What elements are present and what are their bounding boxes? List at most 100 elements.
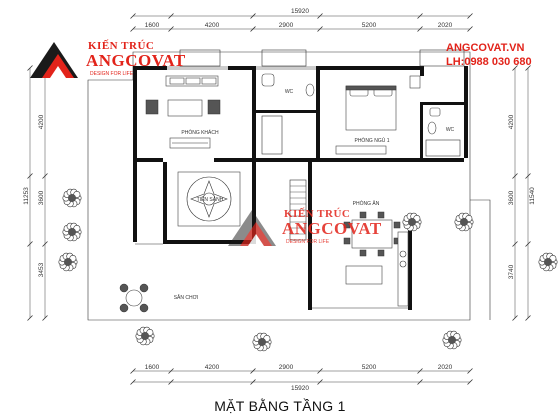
foyer-medallion <box>177 171 241 227</box>
living-room-furniture <box>145 75 221 149</box>
left-segment-dimension: 4200 <box>38 114 45 129</box>
watermark-logo: KIẾN TRÚC ANGCOVAT DESIGN FOR LIFE <box>226 208 381 248</box>
right-total-dimension: 11540 <box>529 187 536 205</box>
dimension-tick <box>168 13 174 19</box>
tree-icon <box>402 212 422 232</box>
top-dimension-chain: 15920 1600 4200 2900 5200 2020 <box>130 8 473 32</box>
dimension-tick <box>467 26 473 32</box>
kitchen-island <box>345 265 383 285</box>
sofa-icon <box>165 75 219 87</box>
dimension-tick <box>168 368 174 374</box>
windows <box>135 66 408 309</box>
dimension-tick <box>130 379 136 385</box>
dimension-tick <box>525 315 531 321</box>
dimension-tick <box>417 26 423 32</box>
logo-top-text: KIẾN TRÚC <box>88 40 155 52</box>
company-logo: KIẾN TRÚC ANGCOVAT DESIGN FOR LIFE <box>28 40 185 80</box>
bottom-segment-dimension: 5200 <box>362 364 377 371</box>
top-segment-dimension: 1600 <box>145 22 160 29</box>
wc-right-fixtures <box>425 107 461 157</box>
room-label-yard: SÂN CHƠI <box>174 294 199 301</box>
contact-phone: LH:0988 030 680 <box>446 56 532 68</box>
exterior-walls <box>133 66 468 310</box>
room-label-bedroom: PHÒNG NGỦ 1 <box>354 137 389 144</box>
right-segment-dimension: 4200 <box>508 114 515 129</box>
dimension-tick <box>42 315 48 321</box>
bottom-segment-dimension: 2020 <box>438 364 453 371</box>
bedroom-nightstand <box>409 75 421 89</box>
plan-title: MẶT BẰNG TẦNG 1 <box>214 398 346 414</box>
top-segment-dimension: 2900 <box>279 22 294 29</box>
stair-icon <box>289 179 307 241</box>
dimension-tick <box>250 26 256 32</box>
dimension-tick <box>27 173 33 179</box>
tree-icon <box>442 330 462 350</box>
dimension-tick <box>512 315 518 321</box>
dimension-tick <box>512 241 518 247</box>
bottom-segment-dimension: 2900 <box>279 364 294 371</box>
top-total-dimension: 15920 <box>291 8 309 15</box>
tree-icon <box>538 252 558 272</box>
watermark-tagline-text: DESIGN FOR LIFE <box>286 239 330 245</box>
bedroom-cabinet <box>335 145 387 155</box>
tree-icon <box>58 252 78 272</box>
dimension-tick <box>317 26 323 32</box>
outdoor-table-icon <box>119 283 149 313</box>
dimension-tick <box>168 379 174 385</box>
dimension-tick <box>467 13 473 19</box>
dimension-tick <box>168 26 174 32</box>
dimension-tick <box>525 173 531 179</box>
left-segment-dimension: 3453 <box>38 262 45 277</box>
right-dimension-chain: 4200 3600 3740 11540 <box>508 65 536 321</box>
dimension-tick <box>317 13 323 19</box>
kitchen-counter <box>397 231 409 307</box>
tree-icon <box>252 332 272 352</box>
room-label-dining: PHÒNG ĂN <box>353 200 380 207</box>
dimension-tick <box>317 379 323 385</box>
room-label-wc-right: WC <box>446 127 455 133</box>
dimension-tick <box>27 241 33 247</box>
dimension-tick <box>130 26 136 32</box>
dimension-tick <box>417 379 423 385</box>
dimension-tick <box>417 368 423 374</box>
left-segment-dimension: 3600 <box>38 190 45 205</box>
dining-table-icon <box>343 211 401 257</box>
top-planters <box>179 49 465 67</box>
dimension-tick <box>250 13 256 19</box>
logo-name-text: ANGCOVAT <box>86 51 186 70</box>
dimension-tick <box>417 13 423 19</box>
dimension-tick <box>42 241 48 247</box>
bottom-segment-dimension: 4200 <box>205 364 220 371</box>
left-total-dimension: 11253 <box>23 187 30 205</box>
logo-tagline-text: DESIGN FOR LIFE <box>90 71 134 77</box>
top-segment-dimension: 2020 <box>438 22 453 29</box>
dimension-tick <box>525 65 531 71</box>
dimension-tick <box>27 65 33 71</box>
bottom-total-dimension: 15920 <box>291 385 309 392</box>
room-label-foyer: TIỀN SẢNH <box>197 196 224 203</box>
triangle-logo-icon <box>30 42 78 78</box>
tree-icon <box>62 188 82 208</box>
room-label-wc-left: WC <box>285 89 294 95</box>
top-segment-dimension: 5200 <box>362 22 377 29</box>
room-label-living: PHÒNG KHÁCH <box>181 129 219 136</box>
watermark-top-text: KIẾN TRÚC <box>284 208 351 220</box>
right-segment-dimension: 3600 <box>508 190 515 205</box>
dimension-tick <box>512 65 518 71</box>
dimension-tick <box>525 241 531 247</box>
tree-icon <box>62 222 82 242</box>
tree-icon <box>454 212 474 232</box>
dimension-tick <box>467 379 473 385</box>
dimension-tick <box>317 368 323 374</box>
dimension-tick <box>250 368 256 374</box>
bottom-dimension-chain: 1600 4200 2900 5200 2020 15920 <box>130 364 473 392</box>
top-segment-dimension: 4200 <box>205 22 220 29</box>
watermark-name-text: ANGCOVAT <box>282 219 382 238</box>
dimension-tick <box>42 173 48 179</box>
wc-left-fixtures <box>261 73 315 155</box>
dimension-tick <box>130 368 136 374</box>
triangle-logo-icon <box>228 210 276 246</box>
bed-icon <box>345 85 397 131</box>
tree-icon <box>135 326 155 346</box>
